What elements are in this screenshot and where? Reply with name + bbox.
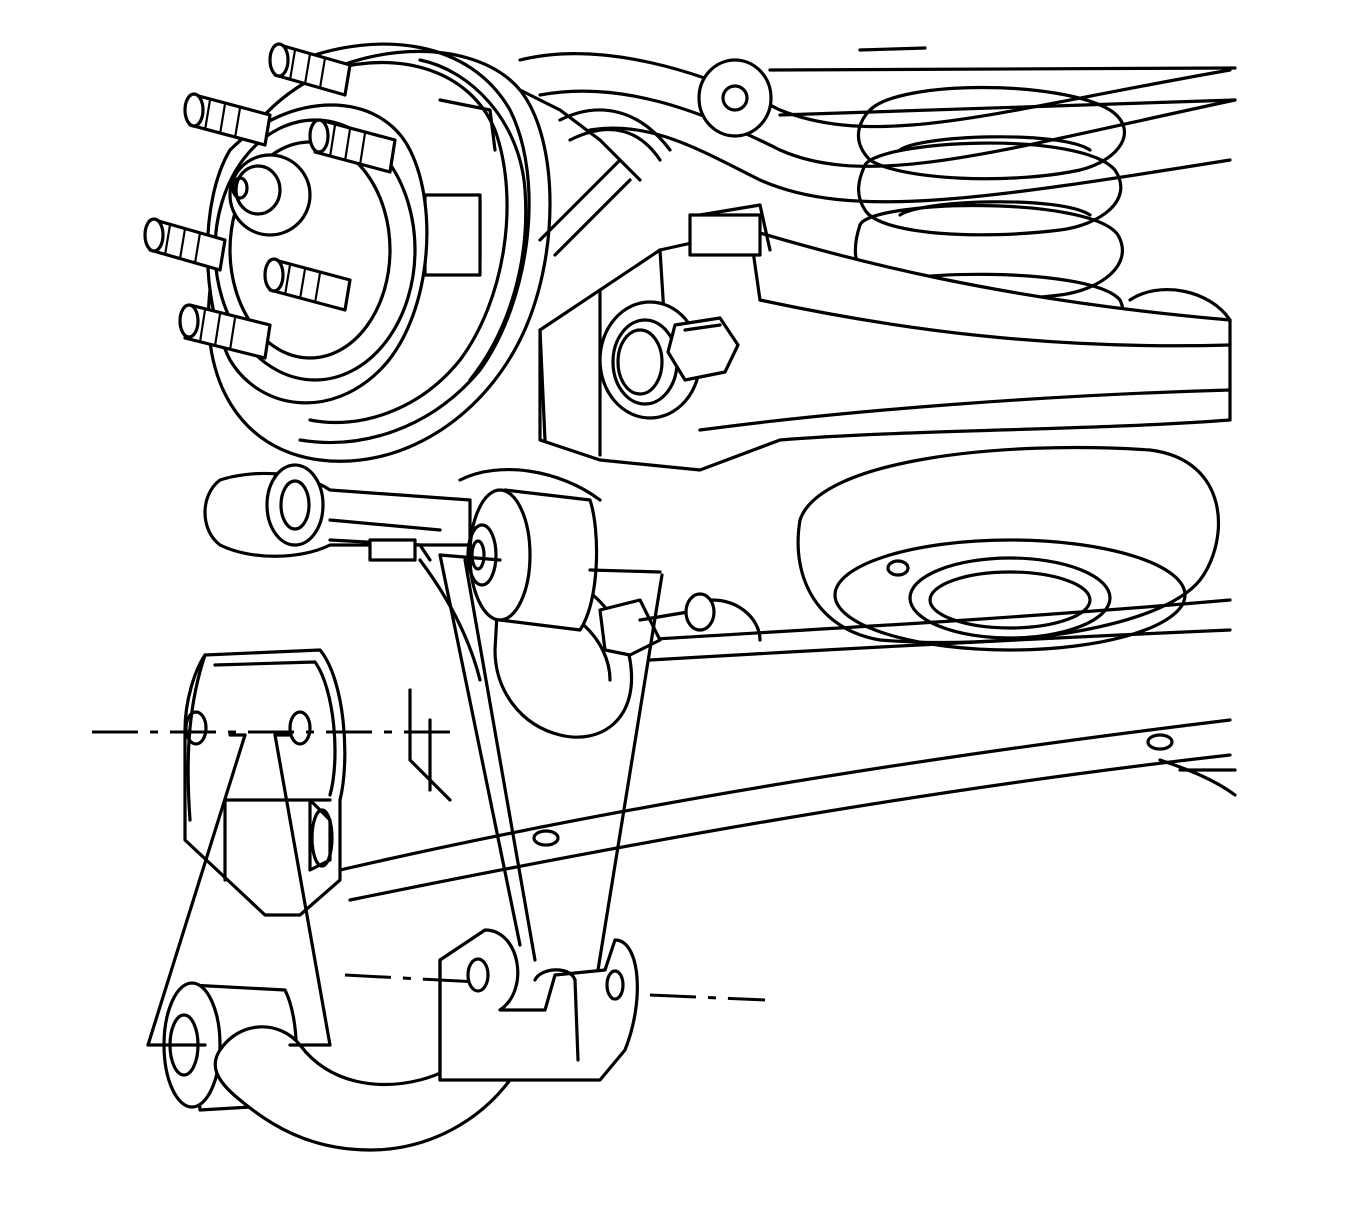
hub-cap [228, 153, 312, 237]
link-bushing [466, 488, 599, 632]
stabilizer-bracket [183, 648, 347, 917]
crossmember [338, 598, 1237, 902]
arm-pivot-bushing [598, 300, 740, 420]
stabilizer-link [438, 553, 664, 972]
arm-bracket [688, 213, 762, 257]
upper-frame-rail [518, 46, 1237, 204]
upper-arm-eye [697, 58, 773, 138]
stabilizer-bar-upper [203, 463, 472, 562]
upper-bar-clip [368, 538, 417, 562]
lower-control-arm [538, 203, 1232, 472]
link-bracket [438, 928, 639, 1082]
caliper-bracket [423, 193, 482, 277]
wheel-stud-1 [268, 42, 352, 97]
centerline-leaders [92, 730, 766, 1047]
wheel-stud-3 [308, 118, 397, 174]
pivot-bolt-head [666, 316, 740, 382]
spring-seat [796, 445, 1220, 652]
wheel-stud-5 [263, 257, 352, 312]
mounting-bolt [598, 592, 762, 657]
wheel-stud-4 [143, 217, 227, 272]
wheel-stud-2 [183, 92, 272, 147]
wheel-stud-6 [178, 303, 272, 360]
wheel-studs [143, 42, 397, 360]
